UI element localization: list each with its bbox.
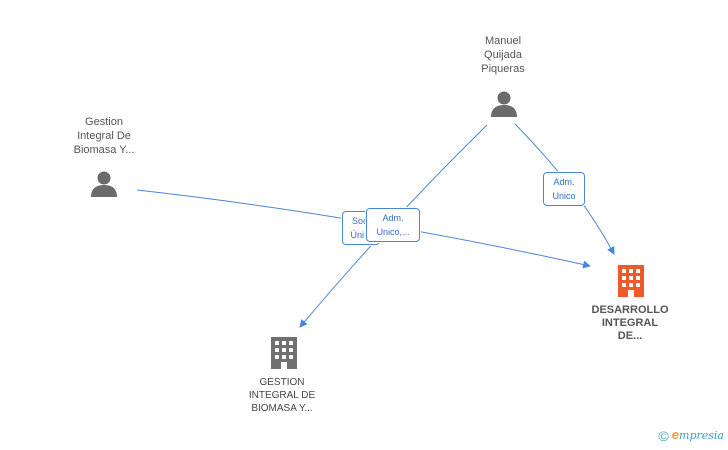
person-icon bbox=[491, 91, 517, 117]
node-label: GESTION INTEGRAL DE BIOMASA Y... bbox=[248, 377, 316, 414]
person-icon bbox=[91, 171, 117, 197]
node-label: Manuel Quijada Piqueras bbox=[481, 35, 525, 75]
node-label: Gestion Integral De Biomasa Y... bbox=[73, 116, 135, 156]
edge-label-adm-unico[interactable]: Adm. Unico bbox=[543, 172, 585, 206]
brand-logo-text: mpresia bbox=[679, 428, 724, 442]
edge-label-adm-unico-multi[interactable]: Adm. Unico,... bbox=[366, 208, 420, 242]
footer-brand: © empresia bbox=[658, 427, 724, 444]
node-label: DESARROLLO INTEGRAL DE... bbox=[591, 304, 669, 342]
copyright-symbol: © bbox=[658, 428, 669, 444]
building-icon bbox=[618, 265, 644, 297]
building-icon bbox=[271, 337, 297, 369]
brand-logo-initial: e bbox=[671, 426, 680, 442]
